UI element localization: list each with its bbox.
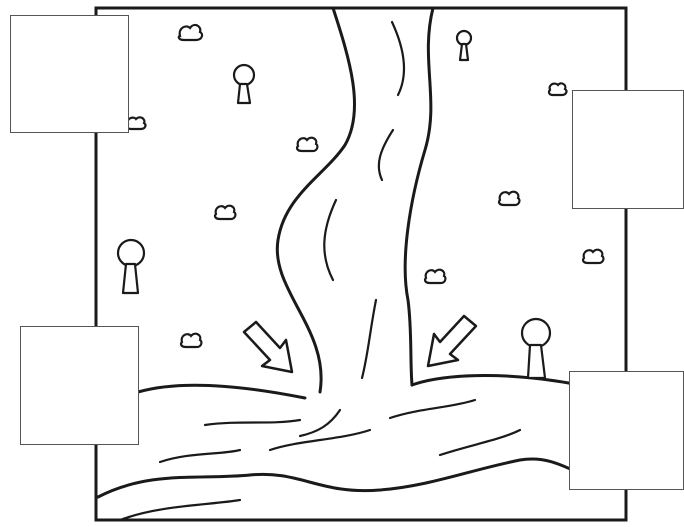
bush-icon <box>181 334 201 347</box>
map-frame <box>96 8 626 520</box>
label-box-bottom-left[interactable] <box>20 326 139 445</box>
bush-icon <box>425 270 445 283</box>
label-box-top-right[interactable] <box>572 90 684 209</box>
label-box-bottom-right[interactable] <box>569 371 684 490</box>
bush-icon <box>499 192 519 205</box>
bush-icon <box>179 25 202 40</box>
bush-icon <box>297 138 317 151</box>
bush-icon <box>583 250 603 263</box>
bush-icon <box>127 117 145 129</box>
bush-icon <box>215 206 235 219</box>
bush-icon <box>549 83 566 95</box>
label-box-top-left[interactable] <box>10 15 129 133</box>
